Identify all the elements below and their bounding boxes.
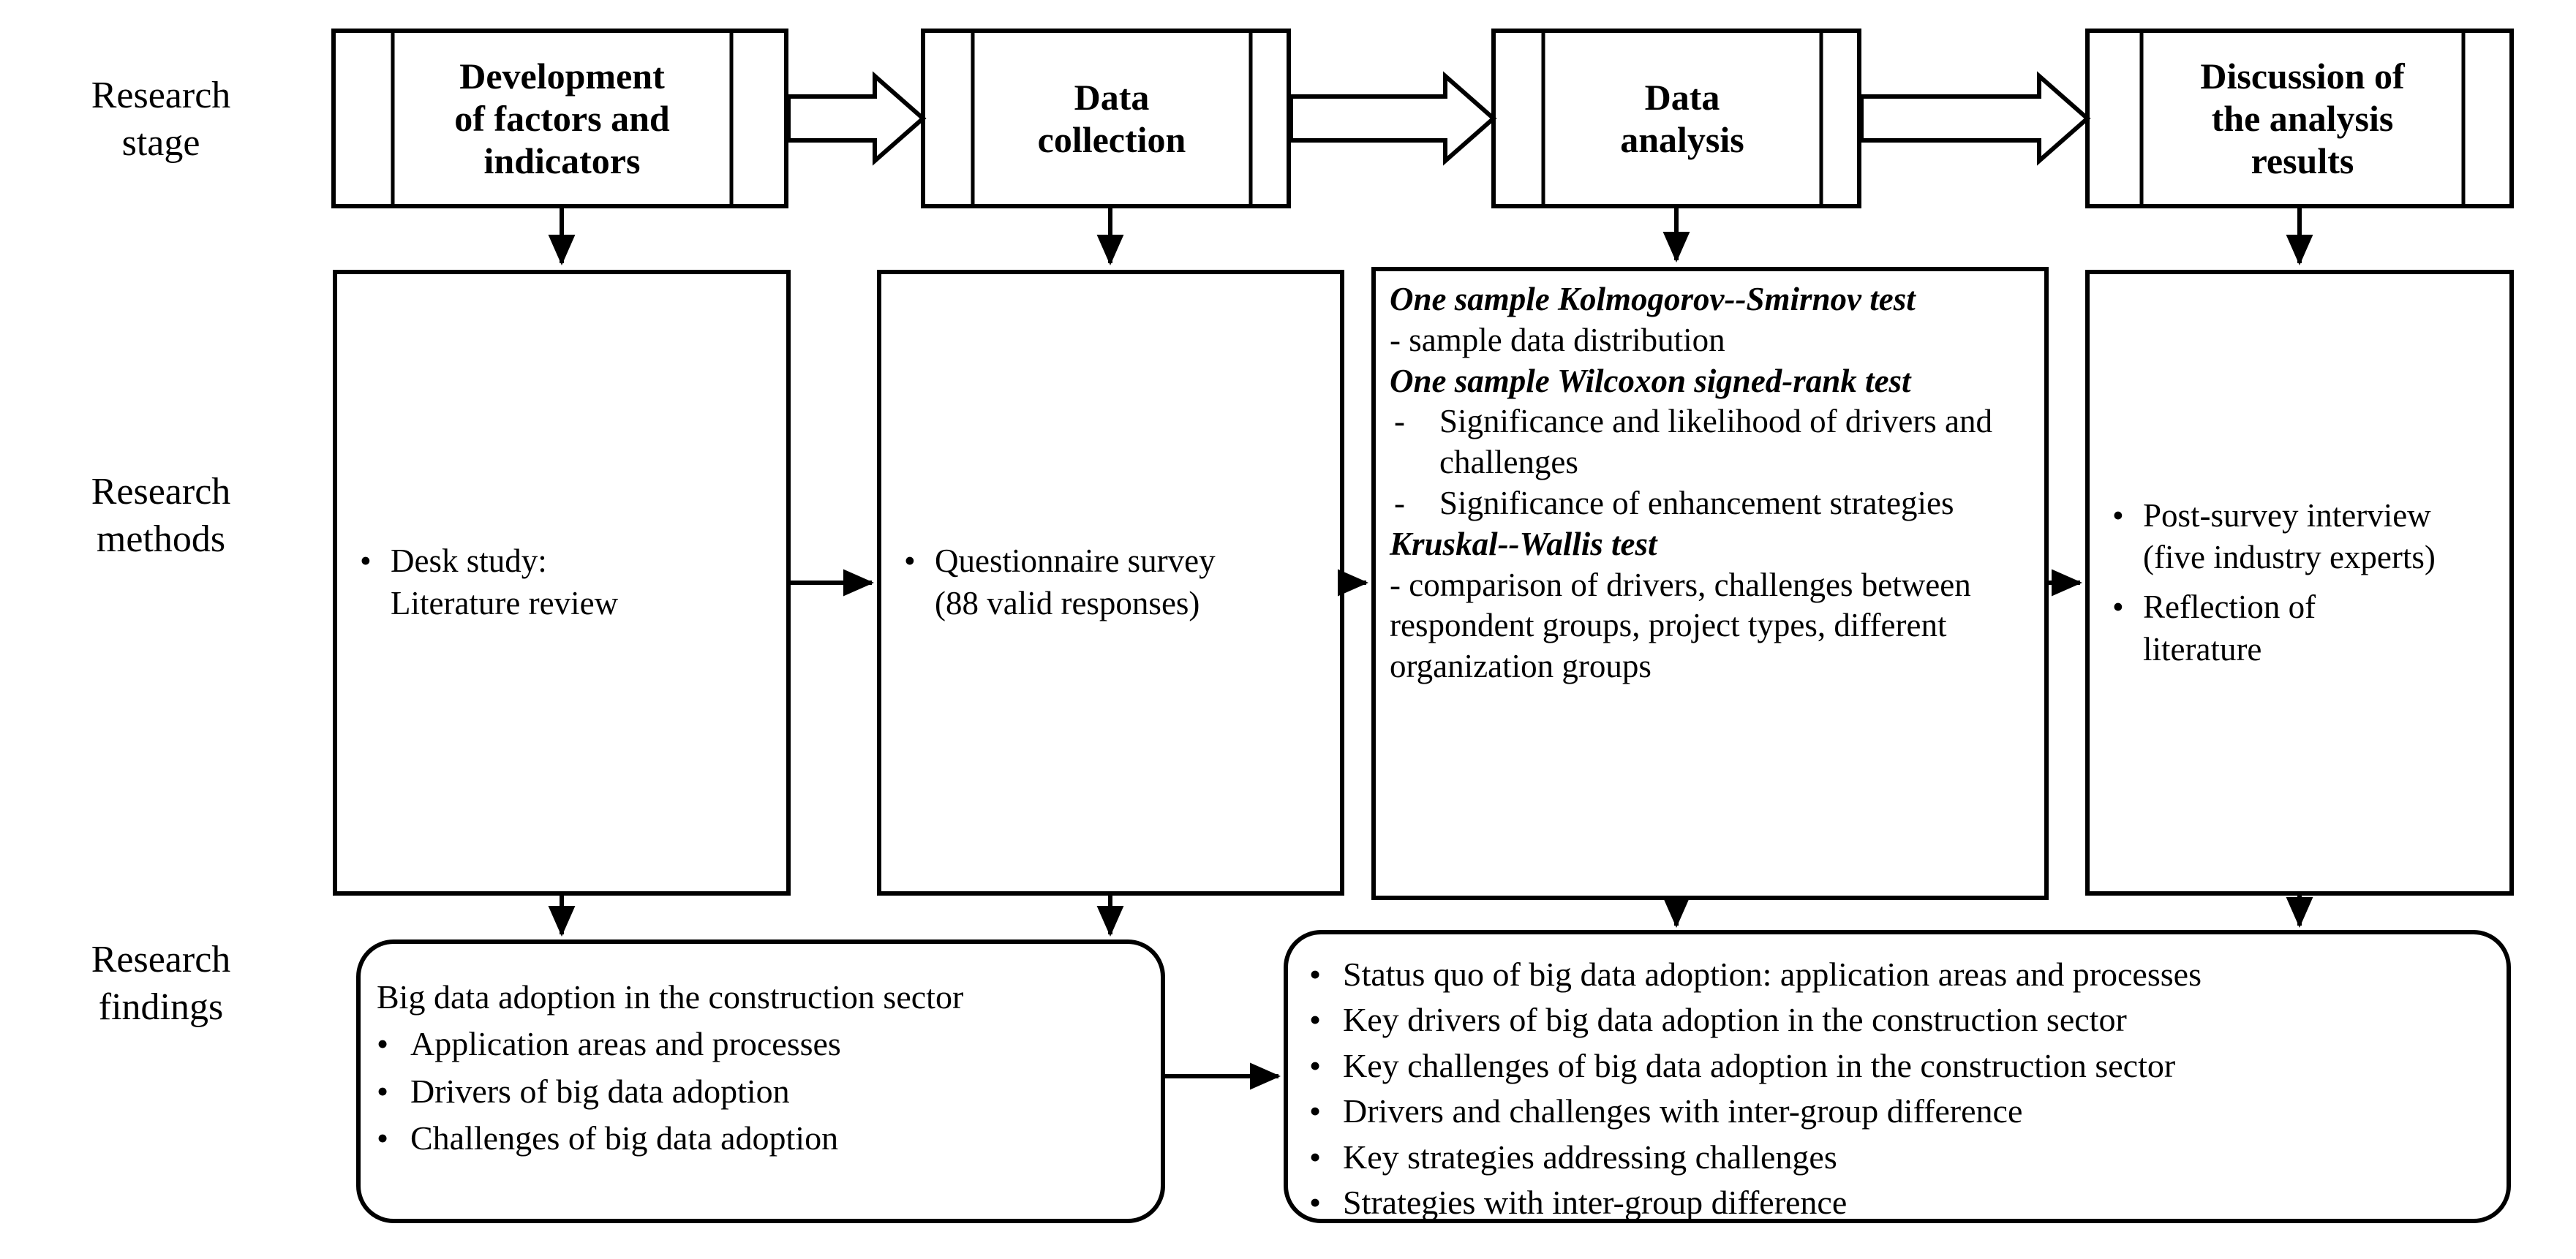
bullet-text: Post-survey interview (five industry exp… [2143, 496, 2436, 576]
stage-arrow-1-to-2 [786, 71, 927, 166]
method-content-discussion: • Post-survey interview (five industry e… [2102, 272, 2503, 893]
bullet-text: Reflection of literature [2143, 589, 2316, 668]
analysis-heading-wilcoxon: One sample Wilcoxon signed-rank test [1390, 362, 1911, 399]
findings-content-right: • Status quo of big data adoption: appli… [1309, 950, 2494, 1224]
bullet-item: • Post-survey interview (five industry e… [2112, 495, 2493, 579]
bullet-marker: • [2112, 589, 2124, 625]
analysis-item-comparison: - comparison of drivers, challenges betw… [1390, 566, 1971, 685]
bullet-marker: • [1309, 1046, 1322, 1084]
bullet-text: Drivers and challenges with inter-group … [1343, 1092, 2023, 1130]
bullet-text: Status quo of big data adoption: applica… [1343, 956, 2202, 993]
findings-list-item: • Key challenges of big data adoption in… [1309, 1045, 2494, 1087]
stage-title-development: Development of factors and indicators [454, 56, 670, 181]
findings-list-item: • Drivers of big data adoption [377, 1070, 1152, 1113]
bullet-marker: • [377, 1119, 389, 1157]
row-label-research-methods: Research methods [91, 471, 231, 560]
dash-text: Significance and likelihood of drivers a… [1439, 403, 1993, 481]
bullet-marker: • [2112, 496, 2124, 534]
analysis-item-significance-strategies: - Significance of enhancement strategies [1394, 483, 2033, 524]
bullet-text: Desk study: Literature review [391, 542, 619, 621]
dash-marker: - [1394, 484, 1405, 521]
bullet-marker: • [1309, 1184, 1322, 1222]
findings-list-item: • Challenges of big data adoption [377, 1117, 1152, 1160]
stage-title-discussion: Discussion of the analysis results [2200, 56, 2405, 181]
findings-content-left: Big data adoption in the construction se… [377, 976, 1152, 1160]
stage-title-data-collection: Data collection [1037, 77, 1186, 160]
bullet-marker: • [1309, 1092, 1322, 1130]
bullet-marker: • [360, 542, 372, 580]
method-content-desk-study: • Desk study: Literature review [350, 272, 777, 893]
method-content-analysis: One sample Kolmogorov--Smirnov test - sa… [1382, 279, 2041, 892]
bullet-text: Key challenges of big data adoption in t… [1343, 1046, 2176, 1084]
method-content-questionnaire: • Questionnaire survey (88 valid respons… [894, 272, 1333, 893]
bullet-text: Application areas and processes [410, 1025, 841, 1063]
findings-list-item: • Status quo of big data adoption: appli… [1309, 953, 2494, 996]
analysis-heading-kolmogorov: One sample Kolmogorov--Smirnov test [1390, 281, 1916, 317]
findings-list-item: • Key drivers of big data adoption in th… [1309, 999, 2494, 1041]
stage-title-data-analysis: Data analysis [1620, 77, 1744, 160]
bullet-text: Challenges of big data adoption [410, 1119, 839, 1157]
findings-list-item: • Drivers and challenges with inter-grou… [1309, 1090, 2494, 1133]
analysis-item-sample-distribution: - sample data distribution [1390, 321, 1725, 358]
bullet-marker: • [1309, 1001, 1322, 1039]
dash-text: Significance of enhancement strategies [1439, 484, 1954, 521]
bullet-item: • Desk study: Literature review [360, 540, 767, 624]
findings-left-heading: Big data adoption in the construction se… [377, 978, 964, 1016]
dash-marker: - [1394, 403, 1405, 440]
bullet-text: Questionnaire survey (88 valid responses… [935, 542, 1216, 621]
analysis-item-significance-drivers: - Significance and likelihood of drivers… [1394, 401, 2033, 483]
bullet-item: • Reflection of literature [2112, 586, 2493, 670]
bullet-marker: • [1309, 1138, 1322, 1176]
analysis-heading-kruskal: Kruskal--Wallis test [1390, 525, 1657, 562]
bullet-text: Key drivers of big data adoption in the … [1343, 1001, 2127, 1039]
bullet-text: Strategies with inter-group difference [1343, 1184, 1848, 1222]
bullet-marker: • [904, 542, 916, 580]
bullet-marker: • [377, 1025, 389, 1063]
bullet-marker: • [377, 1072, 389, 1110]
findings-list-item: • Key strategies addressing challenges [1309, 1136, 2494, 1179]
bullet-text: Key strategies addressing challenges [1343, 1138, 1837, 1176]
findings-list-item: • Strategies with inter-group difference [1309, 1182, 2494, 1224]
bullet-item: • Questionnaire survey (88 valid respons… [904, 540, 1322, 624]
bullet-text: Drivers of big data adoption [410, 1072, 790, 1110]
row-label-research-stage: Research stage [91, 75, 231, 164]
stage-arrow-2-to-3 [1289, 71, 1497, 166]
findings-list-item: • Application areas and processes [377, 1023, 1152, 1065]
bullet-marker: • [1309, 956, 1322, 993]
row-label-research-findings: Research findings [91, 939, 231, 1028]
stage-arrow-3-to-4 [1859, 71, 2091, 166]
